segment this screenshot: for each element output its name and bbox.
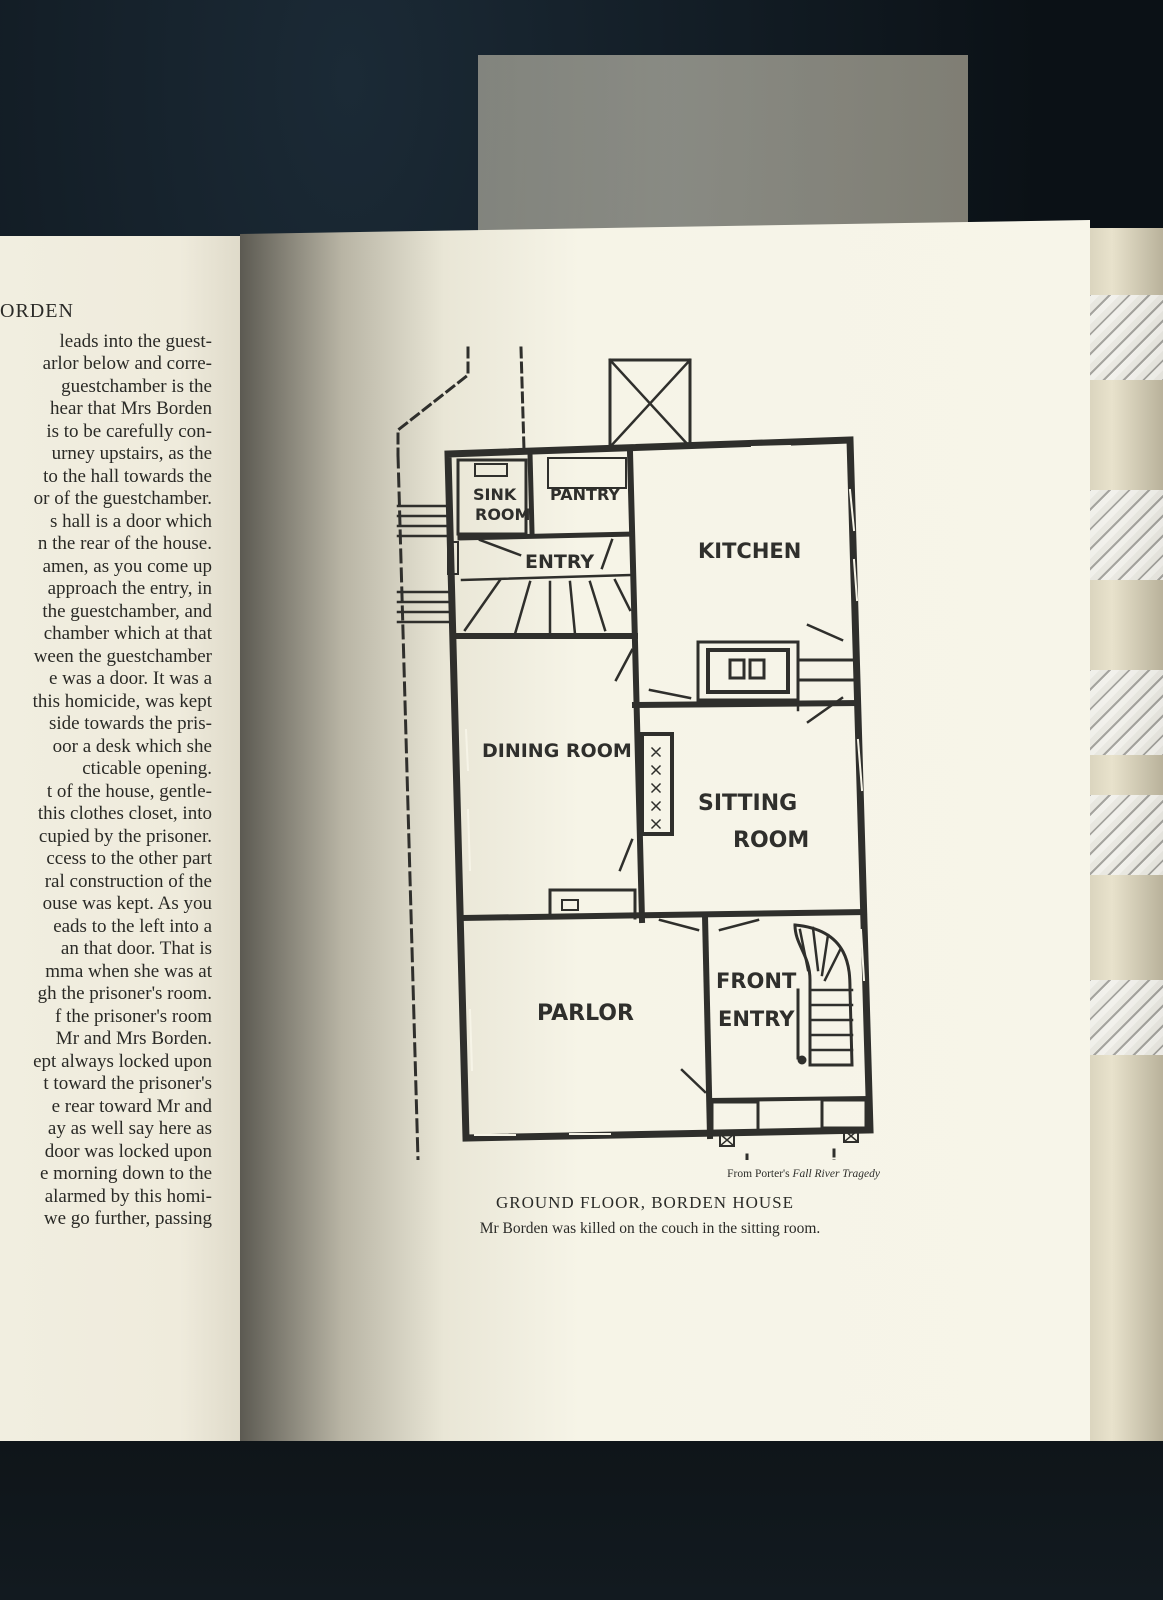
index-tab: [1080, 295, 1163, 380]
text-line: amen, as you come up: [42, 555, 212, 577]
text-line: n the rear of the house.: [37, 533, 212, 554]
figure-credit: From Porter's Fall River Tragedy: [640, 1168, 880, 1180]
scan-background-bottom: [0, 1441, 1163, 1600]
text-line: alarmed by this homi-: [44, 1185, 212, 1207]
text-line: t of the house, gentle-: [46, 780, 212, 802]
text-line: ay as well say here as: [47, 1118, 212, 1139]
text-line: approach the entry, in: [47, 578, 212, 599]
text-line: t toward the prisoner's: [43, 1073, 212, 1094]
kitchen-label: KITCHEN: [698, 539, 801, 563]
index-tab: [1080, 670, 1163, 755]
text-line: the guestchamber, and: [42, 600, 212, 622]
property-line: [396, 346, 470, 457]
property-line: [519, 346, 526, 452]
credit-prefix: From Porter's: [727, 1168, 790, 1180]
index-tab: [1080, 980, 1163, 1055]
text-line: Mr and Mrs Borden.: [55, 1028, 212, 1049]
text-line: ouse was kept. As you: [42, 893, 212, 914]
index-tab: [1080, 490, 1163, 580]
front-entry-label: ENTRY: [718, 1007, 795, 1031]
ground-floor-plan: SINK ROOM PANTRY ENTRY KITCHEN DINING RO…: [396, 346, 874, 1160]
text-line: ween the guestchamber: [33, 645, 212, 667]
text-line: leads into the guest-: [59, 330, 213, 352]
figure-caption-title: GROUND FLOOR, BORDEN HOUSE: [495, 1193, 795, 1212]
text-line: e morning down to the: [39, 1163, 212, 1184]
text-line: an that door. That is: [60, 938, 212, 959]
text-line: ept always locked upon: [33, 1050, 212, 1072]
index-tab: [1080, 795, 1163, 875]
front-entry-label: FRONT: [716, 969, 797, 993]
text-line: is to be carefully con-: [46, 420, 212, 442]
text-line: this clothes closet, into: [37, 803, 212, 824]
parlor-label: PARLOR: [537, 1001, 634, 1026]
text-line: mma when she was at: [45, 960, 212, 982]
left-page-text: ORDEN leads into the guest-arlor below a…: [0, 300, 212, 1231]
couch: [640, 732, 674, 836]
text-line: gh the prisoner's room.: [37, 983, 212, 1004]
figure-caption-subtitle: Mr Borden was killed on the couch in the…: [479, 1220, 821, 1237]
running-head: ORDEN: [0, 300, 74, 322]
text-line: ccess to the other part: [46, 848, 212, 869]
text-line: chamber which at that: [43, 623, 212, 644]
sitting-room-label: SITTING: [698, 791, 797, 816]
text-line: eads to the left into a: [53, 915, 212, 937]
text-line: hear that Mrs Borden: [50, 398, 212, 419]
credit-source: Fall River Tragedy: [792, 1168, 880, 1180]
text-line: s hall is a door which: [49, 510, 212, 532]
text-line: e rear toward Mr and: [51, 1095, 212, 1117]
kitchen-range: [696, 640, 800, 702]
text-line: ral construction of the: [44, 870, 212, 892]
outer-wall: [444, 436, 874, 1142]
text-line: f the prisoner's room: [55, 1005, 212, 1027]
text-line: guestchamber is the: [61, 375, 212, 397]
text-line: we go further, passing: [43, 1208, 212, 1229]
entry-label: ENTRY: [525, 551, 594, 573]
text-line: or of the guestchamber.: [33, 488, 212, 509]
text-line: e was a door. It was a: [48, 668, 212, 689]
left-page-lines: leads into the guest-arlor below and cor…: [0, 331, 212, 1231]
text-line: this homicide, was kept: [32, 690, 212, 712]
text-line: cupied by the prisoner.: [38, 825, 212, 847]
text-line: to the hall towards the: [43, 465, 212, 487]
sitting-room-label: ROOM: [733, 828, 809, 853]
pantry-label: PANTRY: [550, 485, 620, 504]
text-line: urney upstairs, as the: [51, 443, 212, 464]
sink-room-label: SINK: [473, 485, 517, 504]
text-line: cticable opening.: [82, 758, 212, 779]
text-line: arlor below and corre-: [42, 353, 212, 374]
text-line: door was locked upon: [44, 1140, 212, 1162]
sink-room-label: ROOM: [475, 505, 530, 524]
text-line: side towards the pris-: [48, 713, 212, 734]
dining-room-label: DINING ROOM: [482, 740, 632, 762]
property-line: [396, 453, 420, 1160]
text-line: oor a desk which she: [52, 735, 212, 757]
